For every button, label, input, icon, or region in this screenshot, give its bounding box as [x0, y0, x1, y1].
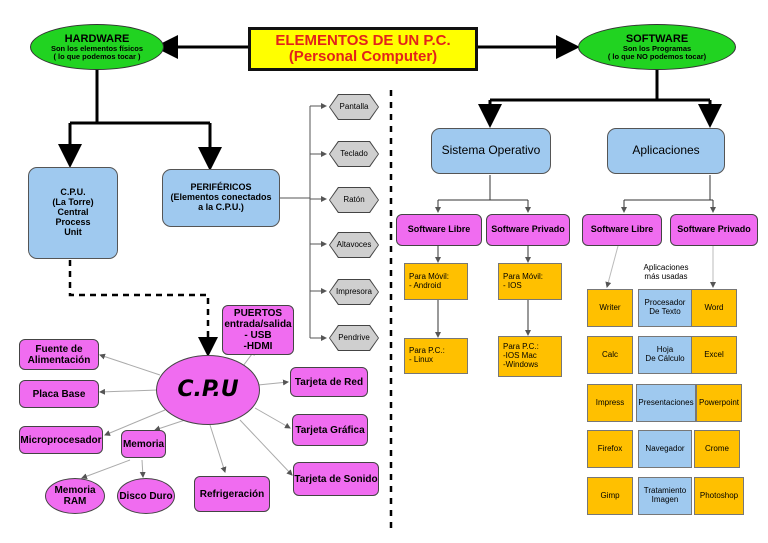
tarjeta-red-node: Tarjeta de Red: [290, 367, 368, 397]
app-libre-impress: Impress: [587, 384, 633, 422]
placa-base-node: Placa Base: [19, 380, 99, 408]
software-desc: Son los Programas ( lo que NO podemos to…: [607, 43, 707, 62]
app-uso-procesador: Procesador De Texto: [638, 289, 692, 327]
memoria-node: Memoria: [121, 430, 166, 458]
peripheral-altavoces: Altavoces: [330, 233, 378, 257]
app-privado-photoshop: Photoshop: [694, 477, 744, 515]
hardware-desc: Son los elementos físicos ( lo que podem…: [50, 43, 144, 62]
software-node: SOFTWARE Son los Programas ( lo que NO p…: [578, 24, 736, 70]
main-title-line2: (Personal Computer): [288, 48, 438, 65]
main-title: ELEMENTOS DE UN P.C. (Personal Computer): [248, 27, 478, 71]
app-privado-word: Word: [691, 289, 737, 327]
apps-privado-box: Software Privado: [670, 214, 758, 246]
peripheral-impresora: Impresora: [330, 280, 378, 304]
software-title: SOFTWARE: [625, 32, 689, 45]
apps-header-label: Aplicaciones más usadas: [643, 263, 689, 281]
hardware-node: HARDWARE Son los elementos físicos ( lo …: [30, 24, 164, 70]
so-pc-privado: Para P.C.: -IOS Mac -Windows: [498, 336, 562, 377]
app-libre-gimp: Gimp: [587, 477, 633, 515]
puertos-node: PUERTOS entrada/salida - USB -HDMI: [222, 305, 294, 355]
perifericos-box: PERIFÉRICOS (Elementos conectados a la C…: [162, 169, 280, 227]
app-privado-excel: Excel: [691, 336, 737, 374]
app-uso-tratamiento: Tratamiento Imagen: [638, 477, 692, 515]
apps-libre-box: Software Libre: [582, 214, 662, 246]
tarjeta-sonido-node: Tarjeta de Sonido: [293, 462, 379, 496]
sistema-operativo-box: Sistema Operativo: [431, 128, 551, 174]
microprocesador-node: Microprocesador: [19, 426, 103, 454]
peripheral-pendrive: Pendrive: [330, 326, 378, 350]
app-uso-hoja: Hoja De Cálculo: [638, 336, 692, 374]
app-uso-presentaciones: Presentaciones: [636, 384, 696, 422]
hardware-title: HARDWARE: [64, 32, 130, 45]
app-libre-writer: Writer: [587, 289, 633, 327]
app-libre-firefox: Firefox: [587, 430, 633, 468]
app-libre-calc: Calc: [587, 336, 633, 374]
peripheral-teclado: Teclado: [330, 142, 378, 166]
so-privado-box: Software Privado: [486, 214, 570, 246]
peripheral-raton: Ratón: [330, 188, 378, 212]
peripheral-pantalla: Pantalla: [330, 95, 378, 119]
aplicaciones-box: Aplicaciones: [607, 128, 725, 174]
so-libre-box: Software Libre: [396, 214, 482, 246]
tarjeta-grafica-node: Tarjeta Gráfica: [292, 414, 368, 446]
so-movil-libre: Para Móvil: - Android: [404, 263, 468, 300]
app-privado-crome: Crome: [694, 430, 740, 468]
fuente-node: Fuente de Alimentación: [19, 339, 99, 370]
cpu-box: C.P.U. (La Torre) Central Process Unit: [28, 167, 118, 259]
main-title-line1: ELEMENTOS DE UN P.C.: [275, 31, 451, 49]
refrigeracion-node: Refrigeración: [194, 476, 270, 512]
memoria-ram-node: Memoria RAM: [45, 478, 105, 514]
cpu-center-node: C.P.U: [156, 355, 260, 425]
app-privado-powerpoint: Powerpoint: [696, 384, 742, 422]
so-pc-libre: Para P.C.: - Linux: [404, 338, 468, 374]
app-uso-navegador: Navegador: [638, 430, 692, 468]
so-movil-privado: Para Móvil: - IOS: [498, 263, 562, 300]
disco-duro-node: Disco Duro: [117, 478, 175, 514]
